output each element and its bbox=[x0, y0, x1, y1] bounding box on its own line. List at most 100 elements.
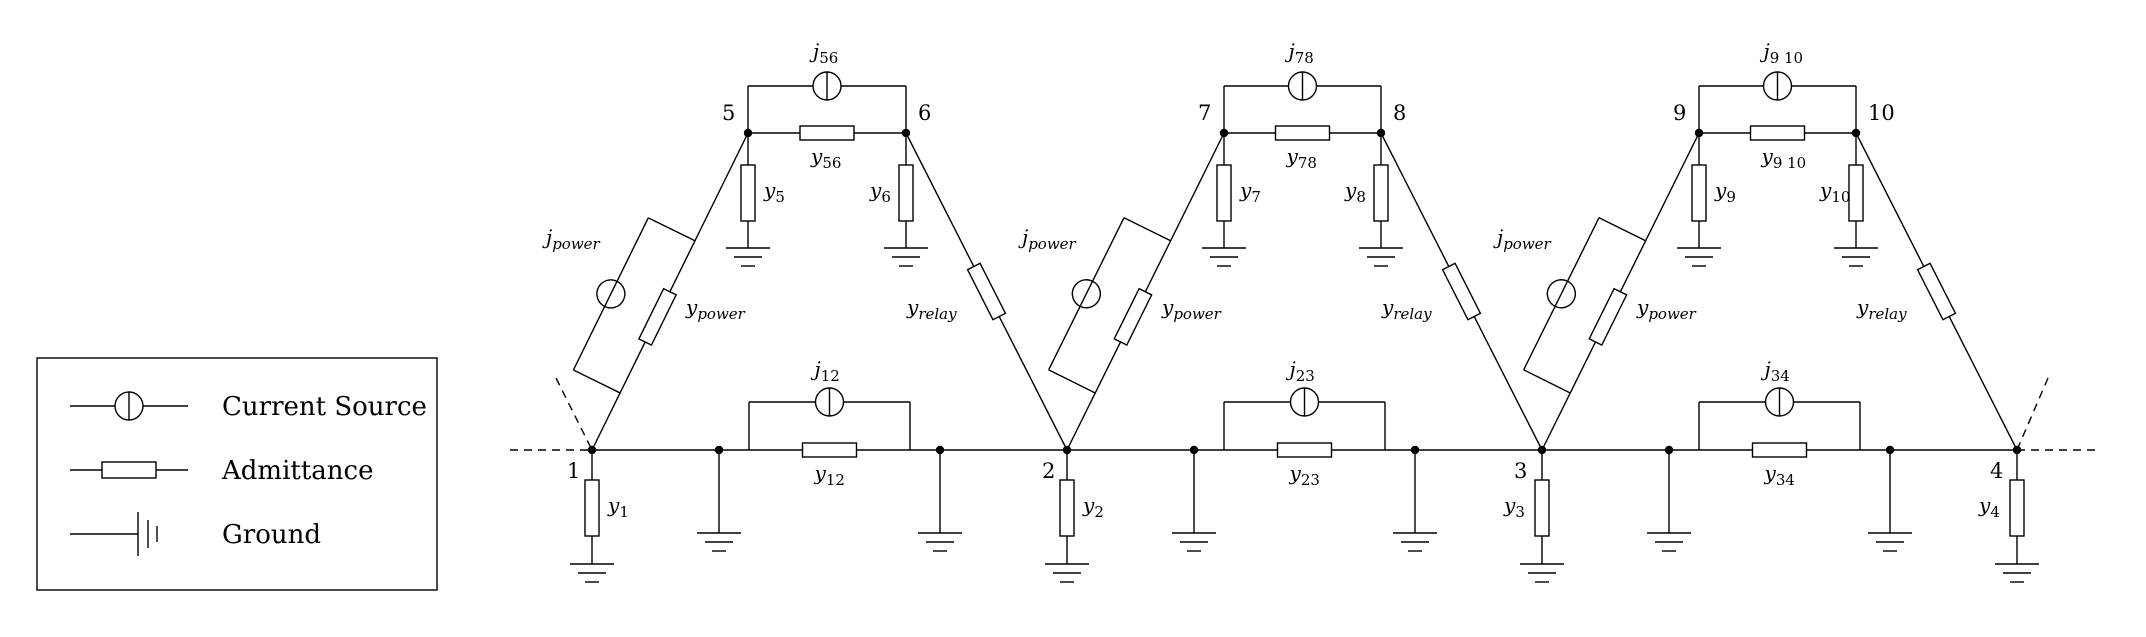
legend-admittance-label: Admittance bbox=[221, 456, 373, 486]
dashed-stub-left bbox=[555, 377, 593, 451]
label-ypower: ypower bbox=[1636, 295, 1697, 323]
label-j910-sub: 9 10 bbox=[1770, 49, 1803, 67]
current-source-jpower bbox=[596, 279, 626, 309]
label-j56: j56 bbox=[809, 39, 838, 67]
legend-current-source-symbol bbox=[70, 391, 188, 421]
label-y34: y34 bbox=[1764, 461, 1795, 489]
shunt-admittance-y2 bbox=[1059, 479, 1075, 537]
legend-admittance-symbol bbox=[70, 461, 188, 479]
label-j23: j23 bbox=[1286, 357, 1315, 385]
label-yrelay-sub: relay bbox=[1393, 305, 1432, 323]
label-y23-sub: 23 bbox=[1301, 471, 1320, 489]
label-jpower-sub: power bbox=[1028, 235, 1076, 253]
label-ypower-base: y bbox=[1161, 295, 1174, 319]
junction-dot bbox=[935, 445, 945, 455]
label-y34-sub: 34 bbox=[1776, 471, 1795, 489]
label-y78-base: y bbox=[1286, 144, 1299, 168]
power-loop-wire bbox=[647, 217, 696, 242]
current-source-j910 bbox=[1762, 71, 1793, 101]
current-source-bar bbox=[604, 281, 618, 307]
label-y9-sub: 9 bbox=[1726, 188, 1736, 206]
label-y2: y2 bbox=[1082, 493, 1104, 521]
label-jpower: jpower bbox=[1493, 225, 1552, 253]
label-ypower-sub: power bbox=[1173, 305, 1221, 323]
relay-admittance bbox=[966, 262, 1007, 321]
label-yrelay-base: y bbox=[906, 295, 919, 319]
label-y2-base: y bbox=[1082, 493, 1095, 517]
label-y910: y9 10 bbox=[1761, 144, 1807, 172]
label-j23-base: j bbox=[1286, 357, 1296, 381]
current-source-j12 bbox=[814, 387, 845, 417]
label-jpower-sub: power bbox=[1503, 235, 1551, 253]
label-y6-base: y bbox=[869, 178, 882, 202]
junction-dot bbox=[1189, 445, 1199, 455]
current-source-j78 bbox=[1287, 71, 1318, 101]
label-y1-base: y bbox=[607, 493, 620, 517]
node-label-10: 10 bbox=[1868, 101, 1895, 125]
node-dot-1 bbox=[587, 445, 597, 455]
shunt-admittance-y9 bbox=[1691, 164, 1707, 222]
label-j34-base: j bbox=[1761, 357, 1771, 381]
label-y9: y9 bbox=[1714, 178, 1736, 206]
label-yrelay-base: y bbox=[1381, 295, 1394, 319]
node-label-6: 6 bbox=[918, 101, 931, 125]
node-dot-8 bbox=[1376, 128, 1386, 138]
label-ypower-base: y bbox=[1636, 295, 1649, 319]
label-jpower: jpower bbox=[1018, 225, 1077, 253]
top-admittance-y910 bbox=[1749, 125, 1806, 141]
label-jpower-base: j bbox=[542, 225, 552, 249]
label-y910-base: y bbox=[1761, 144, 1774, 168]
bus-admittance-y23 bbox=[1276, 442, 1333, 458]
label-j910-base: j bbox=[1760, 39, 1770, 63]
bus-admittance-y12 bbox=[801, 442, 858, 458]
node-label-7: 7 bbox=[1198, 101, 1211, 125]
label-ypower-sub: power bbox=[1648, 305, 1696, 323]
label-y78: y78 bbox=[1286, 144, 1317, 172]
node-label-2: 2 bbox=[1042, 459, 1055, 483]
label-y4-base: y bbox=[1978, 493, 1991, 517]
power-loop-wire bbox=[1123, 217, 1171, 242]
label-y6: y6 bbox=[869, 178, 891, 206]
node-dot-9 bbox=[1694, 128, 1704, 138]
label-y5-base: y bbox=[763, 178, 776, 202]
legend-ground-symbol bbox=[70, 512, 158, 556]
label-ypower-base: y bbox=[685, 295, 698, 319]
label-jpower-sub: power bbox=[552, 235, 600, 253]
legend: Current Source Admittance Ground bbox=[36, 357, 438, 591]
node-dot-10 bbox=[1851, 128, 1861, 138]
label-j56-sub: 56 bbox=[819, 49, 838, 67]
node-label-4: 4 bbox=[1990, 459, 2003, 483]
junction-dot bbox=[1664, 445, 1674, 455]
label-ypower: ypower bbox=[1161, 295, 1222, 323]
label-jpower-base: j bbox=[1493, 225, 1503, 249]
label-j910: j9 10 bbox=[1760, 39, 1804, 67]
junction-dot bbox=[1885, 445, 1895, 455]
shunt-admittance-y1 bbox=[584, 479, 600, 537]
label-y3-base: y bbox=[1503, 493, 1516, 517]
label-j12: j12 bbox=[811, 357, 840, 385]
label-y7-base: y bbox=[1239, 178, 1252, 202]
current-source-jpower bbox=[1546, 279, 1577, 309]
label-y56-sub: 56 bbox=[822, 154, 841, 172]
shunt-admittance-y3 bbox=[1534, 479, 1550, 537]
shunt-admittance-y4 bbox=[2009, 479, 2025, 537]
node-label-8: 8 bbox=[1393, 101, 1406, 125]
label-y1-sub: 1 bbox=[619, 503, 629, 521]
node-label-5: 5 bbox=[722, 101, 735, 125]
label-y4: y4 bbox=[1978, 493, 2000, 521]
label-y23: y23 bbox=[1289, 461, 1320, 489]
label-y2-sub: 2 bbox=[1094, 503, 1104, 521]
label-j23-sub: 23 bbox=[1296, 367, 1315, 385]
top-admittance-y56 bbox=[799, 125, 855, 141]
relay-admittance bbox=[1441, 262, 1482, 321]
label-y78-sub: 78 bbox=[1298, 154, 1317, 172]
shunt-admittance-y8 bbox=[1373, 164, 1389, 222]
label-y12-sub: 12 bbox=[826, 471, 845, 489]
label-y10-sub: 10 bbox=[1831, 188, 1850, 206]
power-loop-wire bbox=[1523, 369, 1571, 394]
legend-current-source-label: Current Source bbox=[222, 392, 427, 422]
power-admittance bbox=[1588, 287, 1628, 346]
node-dot-7 bbox=[1219, 128, 1229, 138]
